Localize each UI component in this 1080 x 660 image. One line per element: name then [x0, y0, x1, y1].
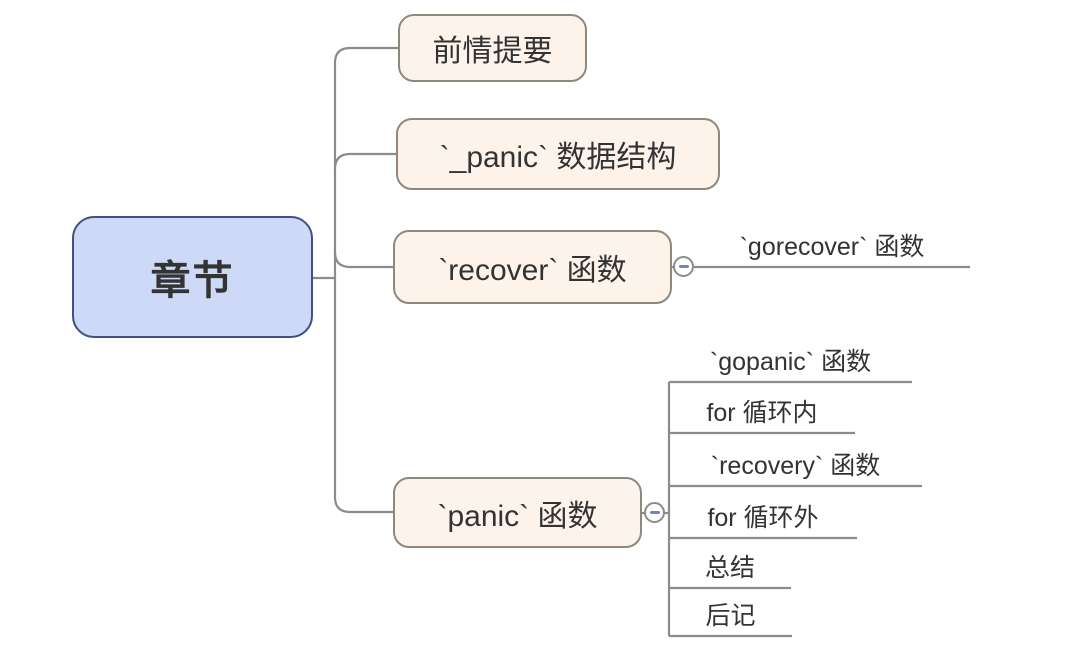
node-root-chapters[interactable]: 章节	[72, 216, 313, 338]
minus-icon	[678, 265, 689, 268]
connector-branch-recover	[333, 251, 393, 269]
node-recover-func[interactable]: `recover` 函数	[393, 230, 672, 304]
node-recover-func-label: `recover` 函数	[438, 254, 627, 287]
node-gopanic-func[interactable]: `gopanic` 函数	[709, 348, 872, 376]
collapse-toggle-recover[interactable]	[673, 256, 694, 277]
node-for-loop-inner[interactable]: for 循环内	[706, 399, 818, 427]
connector-trunk-and-outer-branches	[333, 46, 398, 514]
node-panic-func-label: `panic` 函数	[437, 499, 598, 533]
node-for-loop-outer[interactable]: for 循环外	[707, 504, 819, 532]
collapse-toggle-panic[interactable]	[644, 502, 665, 523]
node-panic-struct-label: `_panic` 数据结构	[439, 141, 677, 174]
node-previous-summary[interactable]: 前情提要	[398, 14, 587, 82]
node-summary[interactable]: 总结	[704, 554, 755, 582]
node-panic-func[interactable]: `panic` 函数	[393, 477, 642, 548]
node-postscript[interactable]: 后记	[705, 602, 756, 630]
node-gorecover-func[interactable]: `gorecover` 函数	[739, 233, 925, 261]
node-panic-struct[interactable]: `_panic` 数据结构	[396, 118, 720, 190]
connector-branch-panic-struct	[333, 152, 396, 170]
node-root-label: 章节	[150, 259, 235, 303]
node-previous-summary-label: 前情提要	[432, 35, 553, 68]
node-recovery-func[interactable]: `recovery` 函数	[710, 452, 881, 480]
minus-icon	[649, 511, 660, 514]
